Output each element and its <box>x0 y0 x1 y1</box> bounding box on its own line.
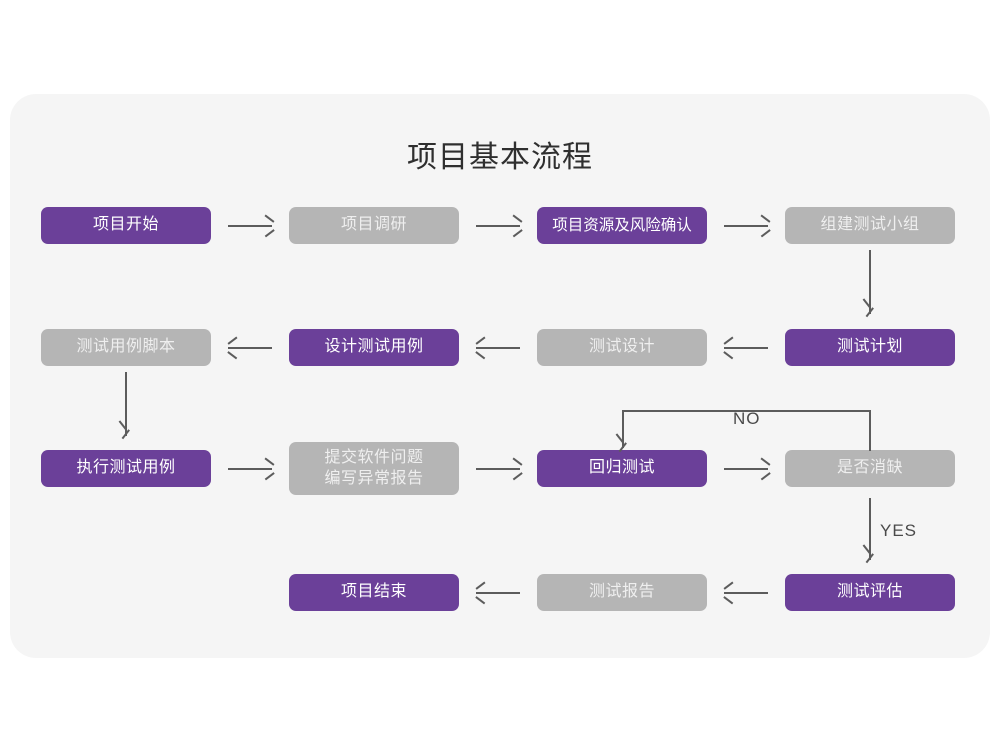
node-test-plan[interactable]: 测试计划 <box>785 329 955 366</box>
node-label: 测试计划 <box>836 338 903 356</box>
node-test-case-script[interactable]: 测试用例脚本 <box>41 329 211 366</box>
node-label: 项目开始 <box>92 216 159 234</box>
node-label-line1: 提交软件问题 <box>324 449 424 467</box>
node-label: 回归测试 <box>588 459 655 477</box>
node-label-line2: 编写异常报告 <box>324 469 424 487</box>
node-label: 测试报告 <box>588 583 655 601</box>
node-label: 执行测试用例 <box>76 459 176 477</box>
flowchart-card: 项目基本流程 项目开始 项目调研 项目资源及风险确认 组建测试小组 <box>10 94 990 658</box>
node-execute-test-case[interactable]: 执行测试用例 <box>41 450 211 487</box>
node-submit-defect[interactable]: 提交软件问题 编写异常报告 <box>289 442 459 495</box>
node-label: 测试评估 <box>836 583 903 601</box>
edge-label-no: NO <box>733 409 761 428</box>
node-label: 项目资源及风险确认 <box>552 216 692 234</box>
node-project-end[interactable]: 项目结束 <box>289 574 459 611</box>
node-label: 是否消缺 <box>836 459 903 477</box>
node-label: 测试设计 <box>588 338 655 356</box>
page-title: 项目基本流程 <box>407 141 593 174</box>
node-project-research[interactable]: 项目调研 <box>289 207 459 244</box>
node-label: 设计测试用例 <box>324 338 424 356</box>
node-test-report[interactable]: 测试报告 <box>537 574 707 611</box>
node-label: 项目结束 <box>340 583 407 601</box>
node-label: 测试用例脚本 <box>76 338 176 356</box>
edge-label-yes: YES <box>880 521 918 540</box>
node-test-evaluate[interactable]: 测试评估 <box>785 574 955 611</box>
node-design-test-case[interactable]: 设计测试用例 <box>289 329 459 366</box>
node-label: 项目调研 <box>340 216 407 234</box>
node-regression-test[interactable]: 回归测试 <box>537 450 707 487</box>
node-resource-risk-confirm[interactable]: 项目资源及风险确认 <box>537 207 707 244</box>
node-label: 组建测试小组 <box>820 216 920 234</box>
node-defect-cleared[interactable]: 是否消缺 <box>785 450 955 487</box>
node-test-design[interactable]: 测试设计 <box>537 329 707 366</box>
node-build-test-team[interactable]: 组建测试小组 <box>785 207 955 244</box>
node-project-start[interactable]: 项目开始 <box>41 207 211 244</box>
